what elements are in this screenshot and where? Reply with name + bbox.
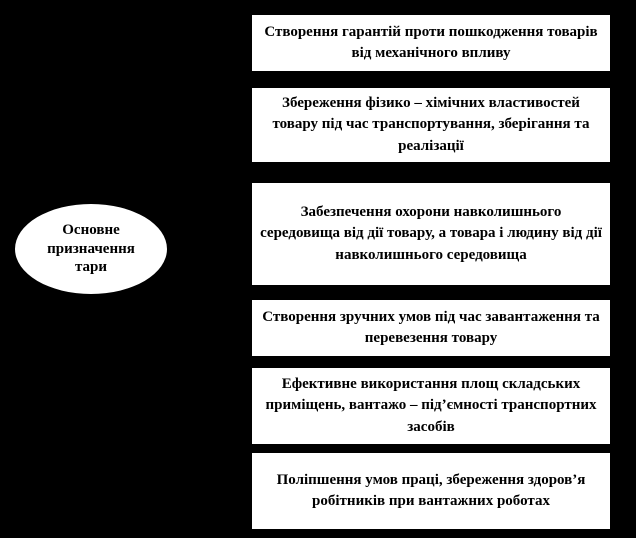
main-purpose-ellipse: Основне призначення тари bbox=[14, 203, 168, 295]
purpose-box-text: Забезпечення охорони навколишнього серед… bbox=[260, 204, 602, 263]
purpose-box-5: Ефективне використання площ складських п… bbox=[251, 367, 611, 445]
purpose-box-text: Створення гарантій проти пошкодження тов… bbox=[264, 23, 598, 61]
purpose-box-2: Збереження фізико – хімічних властивосте… bbox=[251, 87, 611, 163]
purpose-box-text: Створення зручних умов під час завантаже… bbox=[262, 308, 600, 346]
purpose-box-3: Забезпечення охорони навколишнього серед… bbox=[251, 182, 611, 286]
ellipse-label: Основне призначення тари bbox=[47, 221, 135, 276]
purpose-box-text: Ефективне використання площ складських п… bbox=[265, 376, 597, 435]
purpose-box-4: Створення зручних умов під час завантаже… bbox=[251, 299, 611, 357]
purpose-box-1: Створення гарантій проти пошкодження тов… bbox=[251, 14, 611, 72]
purpose-box-text: Поліпшення умов праці, збереження здоров… bbox=[276, 471, 586, 509]
purpose-box-text: Збереження фізико – хімічних властивосте… bbox=[272, 95, 590, 154]
purpose-box-6: Поліпшення умов праці, збереження здоров… bbox=[251, 452, 611, 530]
